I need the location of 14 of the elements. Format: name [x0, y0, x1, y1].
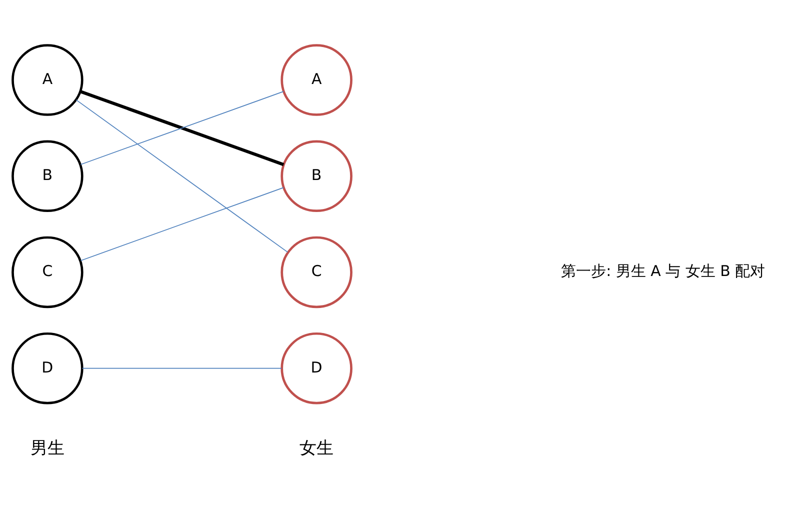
node-circle: A — [12, 44, 84, 116]
connector — [82, 368, 282, 369]
node-circle: B — [12, 140, 84, 212]
node-circle: A — [280, 44, 352, 116]
node-circle: B — [280, 140, 352, 212]
node-circle: D — [280, 332, 352, 404]
connector — [76, 99, 288, 253]
connector — [80, 187, 284, 262]
node-circle: D — [12, 332, 84, 404]
label: 女生 — [300, 438, 334, 459]
node-circle: C — [12, 236, 84, 308]
label: 第一步: 男生 A 与 女生 B 配对 — [561, 262, 766, 280]
label: 男生 — [30, 438, 64, 459]
node-circle: C — [280, 236, 352, 308]
